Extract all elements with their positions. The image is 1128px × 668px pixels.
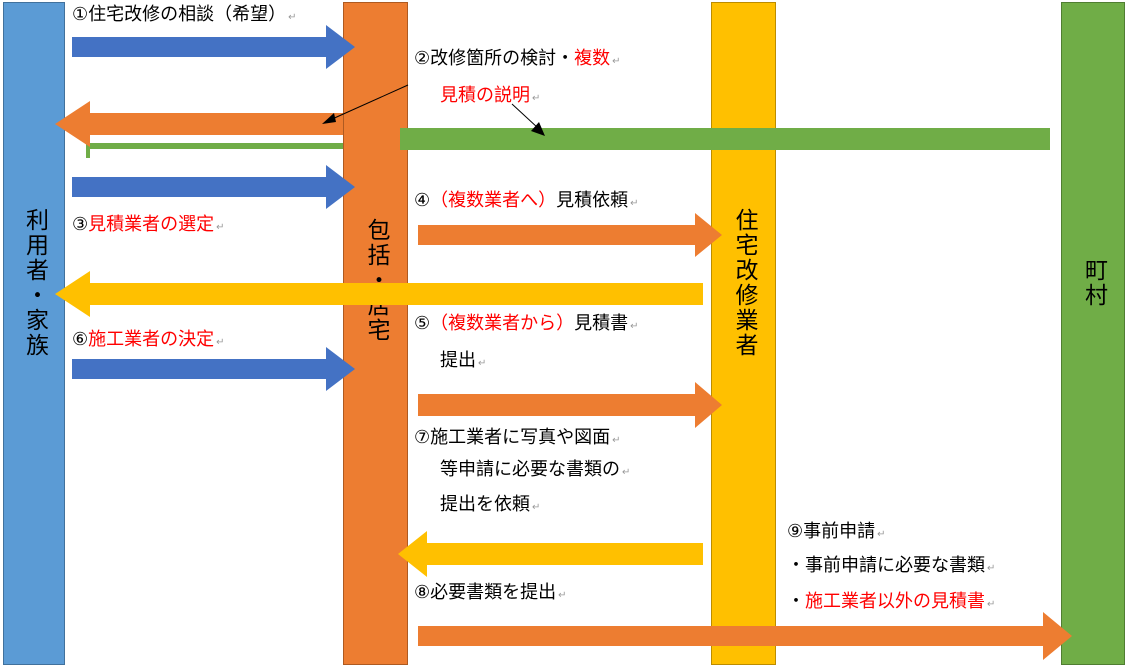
orange-arrow-4 — [418, 213, 722, 257]
step-4-label: ④（複数業者へ）見積依頼↵ — [414, 190, 639, 211]
callout-line-2b — [511, 103, 539, 129]
step-9-label-line3: ・施工業者以外の見積書↵ — [787, 591, 996, 612]
center-column: 包括・居宅 — [343, 2, 408, 665]
step-1-label: ①住宅改修の相談（希望）↵ — [72, 4, 297, 25]
yellow-return-arrow — [55, 271, 703, 317]
town-column: 町村 — [1061, 2, 1125, 665]
step-9-label-line2: ・事前申請に必要な書類↵ — [787, 555, 996, 576]
callout-head-2b — [531, 122, 545, 136]
step-9-label: ⑨事前申請↵ — [787, 521, 886, 542]
step-8-label: ⑧必要書類を提出↵ — [414, 582, 567, 603]
green-band-arrow — [400, 128, 1050, 150]
step-7-label: ⑦施工業者に写真や図面↵ — [414, 427, 621, 448]
blue-arrow-6 — [72, 347, 355, 391]
user-label: 利用者・家族 — [21, 208, 48, 358]
contractor-column: 住宅改修業者 — [711, 2, 776, 665]
orange-arrow-9 — [418, 612, 1072, 660]
town-label: 町村 — [1080, 258, 1107, 308]
step-5-label: ⑤（複数業者から）見積書↵ — [414, 313, 639, 334]
contractor-label: 住宅改修業者 — [731, 208, 757, 358]
callout-head-2 — [322, 113, 336, 124]
user-column: 利用者・家族 — [3, 2, 65, 665]
green-return-arrow — [86, 143, 343, 158]
step-6-label: ⑥施工業者の決定↵ — [72, 329, 225, 350]
step-3-label: ③見積業者の選定↵ — [72, 214, 225, 235]
step-2-label: ②改修箇所の検討・複数↵ — [414, 48, 621, 69]
yellow-arrow-8 — [398, 531, 703, 577]
step-5-label-line2: 提出↵ — [440, 350, 487, 371]
step-7-label-line3: 提出を依頼↵ — [440, 494, 541, 515]
callout-line-2 — [329, 84, 409, 121]
blue-arrow-1 — [72, 25, 355, 69]
orange-explain-arrow — [55, 101, 343, 147]
blue-arrow-3 — [72, 165, 355, 209]
center-label: 包括・居宅 — [363, 218, 389, 343]
step-7-label-line2: 等申請に必要な書類の↵ — [440, 459, 631, 480]
step-2-label-line2: 見積の説明↵ — [440, 85, 541, 106]
orange-arrow-5 — [418, 382, 722, 428]
